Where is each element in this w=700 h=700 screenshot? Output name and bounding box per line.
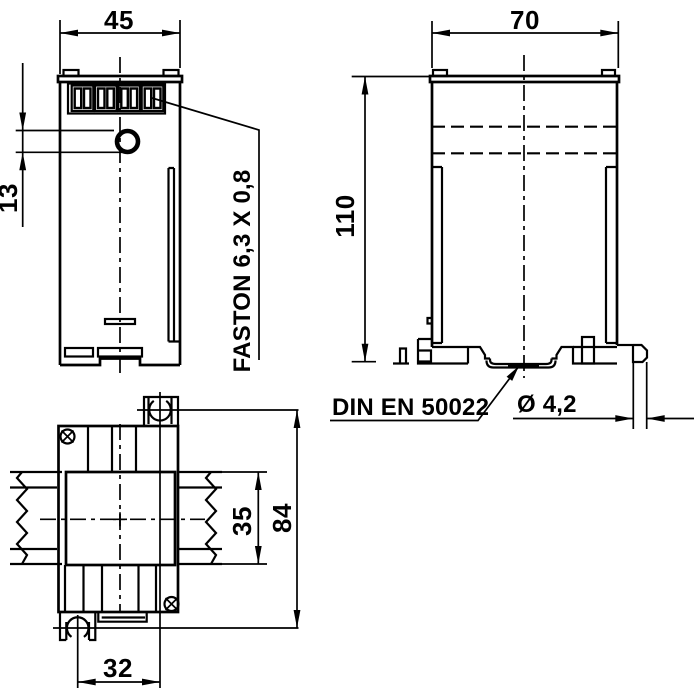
mount-span-dimension: 84: [53, 409, 301, 629]
break-zigzag-left: [15, 471, 29, 565]
din-rail-label: DIN EN 50022: [330, 365, 520, 422]
hole-spacing-dimension: 32: [77, 653, 160, 686]
bottom-view: 84 35 32: [10, 392, 301, 688]
break-zigzag-right: [204, 471, 218, 565]
side-width-value: 70: [510, 5, 540, 35]
front-hole-offset-dimension: 13: [0, 63, 123, 227]
screw-top-left: [59, 428, 76, 445]
faston-terminal-block: [66, 82, 167, 115]
hole-diameter-dimension: Ø 4,2: [513, 362, 694, 429]
faston-label-text: FASTON 6,3 X 0,8: [229, 170, 256, 373]
hole-diameter-value: Ø 4,2: [517, 391, 577, 418]
side-height-value: 110: [330, 194, 360, 237]
din-rail-label-text: DIN EN 50022: [332, 394, 489, 421]
mounting-ear-top: [142, 395, 180, 426]
side-groove-left: [432, 165, 444, 345]
core-width-value: 35: [227, 506, 257, 536]
bottom-body-outline: [57, 424, 180, 614]
din-clip-latch-bump: [426, 316, 432, 325]
cooling-ribs: [63, 426, 158, 612]
core-width-dimension: 35: [227, 472, 262, 564]
center-cross: [113, 512, 127, 527]
front-width-dimension: 45: [59, 5, 181, 74]
front-top-lug-left: [62, 68, 80, 78]
front-side-groove: [167, 166, 180, 343]
din-rail-break-lines: [10, 470, 267, 566]
front-hole: [114, 128, 141, 155]
din-clip-slider: [97, 612, 148, 623]
din-rail-foot: [393, 335, 649, 369]
side-top-lug-right: [600, 68, 617, 78]
front-hole-offset-value: 13: [0, 183, 23, 213]
front-width-value: 45: [104, 5, 134, 35]
mount-span-value: 84: [267, 503, 297, 533]
front-view: 45 13 FASTON 6,3 X 0,8: [0, 5, 260, 377]
faston-label: FASTON 6,3 X 0,8: [151, 97, 260, 373]
front-lower-details: [63, 317, 144, 358]
hole-spacing-value: 32: [103, 653, 133, 683]
side-top-lug-left: [431, 68, 449, 78]
side-groove-right: [604, 165, 617, 345]
foot-right-tab: [631, 343, 649, 364]
screw-bottom-right: [163, 595, 180, 613]
side-view: 70 110 DIN EN 50022 Ø 4,2: [330, 5, 694, 429]
front-top-lug-right: [162, 68, 180, 78]
side-width-dimension: 70: [431, 5, 620, 68]
side-height-dimension: 110: [330, 75, 430, 363]
